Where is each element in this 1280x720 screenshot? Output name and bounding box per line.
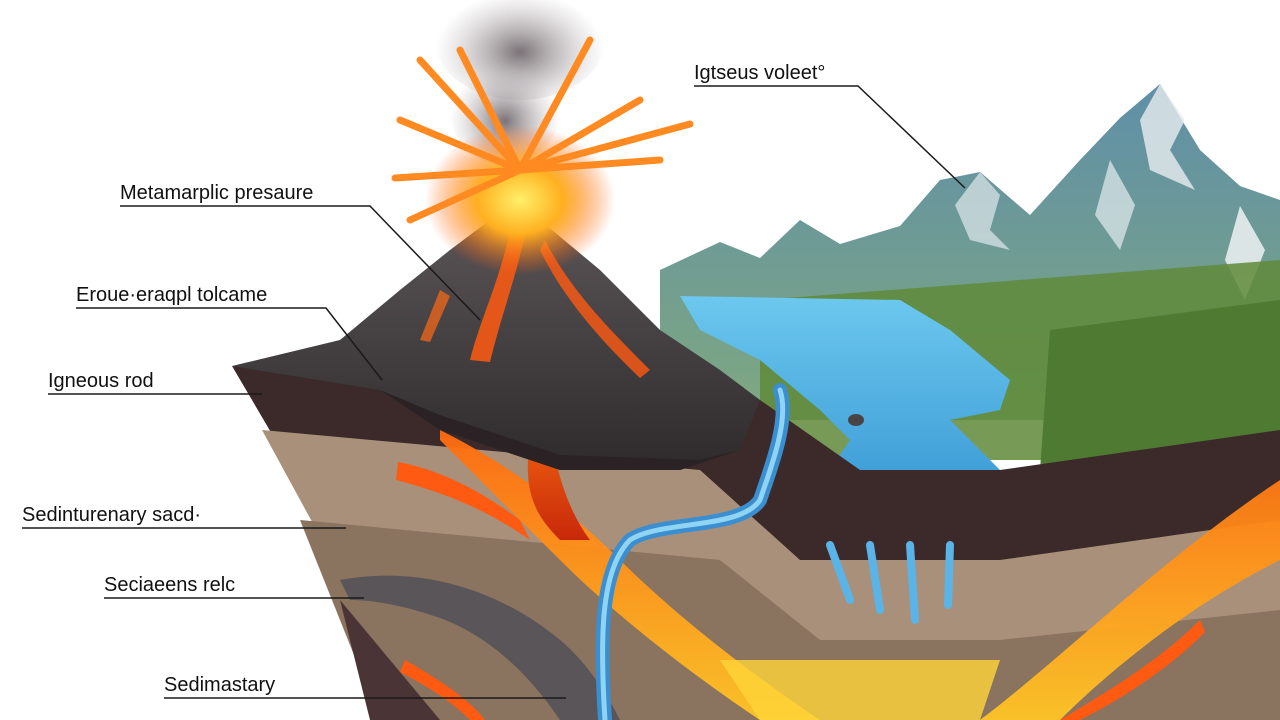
label-sedimentary-rock-1: Sedinturenary sacd· xyxy=(22,504,201,526)
label-igneous-rock: Igneous rod xyxy=(48,370,154,392)
leader-lines xyxy=(22,85,966,699)
label-sedimentary: Sedimastary xyxy=(164,674,276,696)
eruption-plume xyxy=(391,0,694,275)
label-erosion-volcano: Eroue·eraqpl tolcame xyxy=(76,284,268,306)
earth-cross-section xyxy=(232,366,1280,720)
label-sedimentary-rock-2: Seciaeens relc xyxy=(104,574,236,596)
water-stream xyxy=(595,383,954,720)
label-metamorphic-pressure: Metamarplic presaure xyxy=(120,182,314,204)
label-igneous-volcano: Igtseus voleet° xyxy=(694,62,826,84)
